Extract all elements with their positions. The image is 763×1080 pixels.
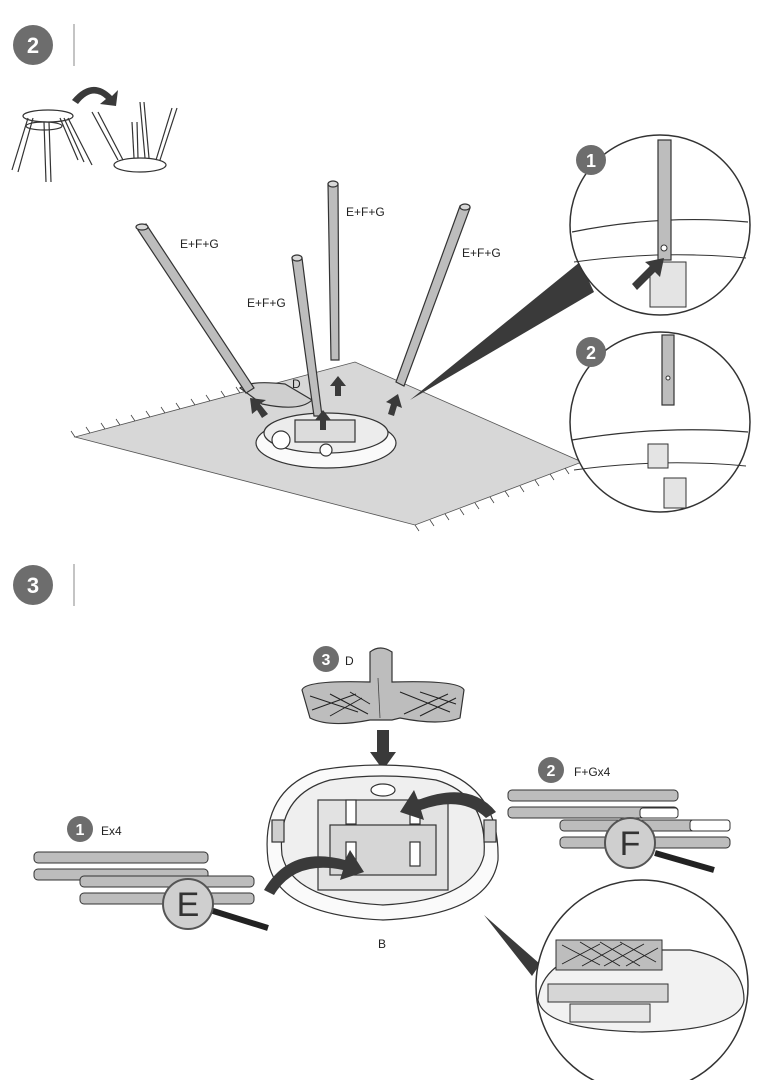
base-label-d: D [292,377,301,391]
insert-arrow-icon [250,398,268,418]
tube-label-right: E+F+G [462,246,501,260]
flip-arrow-icon [72,86,118,106]
magnifier-f-letter: F [620,825,641,863]
sub-3-number: 3 [322,652,331,669]
step-2-number: 2 [27,33,39,58]
sub-1-label: Ex4 [101,824,122,838]
base-label-b: B [378,937,386,951]
insert-arrow-icon [330,376,346,396]
detail-zoom-cone [410,262,594,400]
sub-3-label: D [345,654,354,668]
insert-arrow-icon [386,394,402,416]
step-3-badge [13,565,53,605]
sub-2-label: F+Gx4 [574,765,611,779]
tube-assemblies [135,180,471,417]
tube-label-center: E+F+G [346,205,385,219]
detail-circle-bottom [535,879,749,1080]
tube-center [327,183,340,361]
seat-part-d [301,647,465,725]
mat-fringe [70,386,585,532]
detail-2-number: 2 [586,343,596,363]
sub-2-number: 2 [547,763,556,780]
detail-1-number: 1 [586,151,596,171]
sub-1-number: 1 [76,822,85,839]
step-3: 3 3 D B 1 Ex4 [13,564,749,1080]
sub-3-badge [313,646,339,672]
detail-2-badge [576,337,606,367]
step-3-number: 3 [27,573,39,598]
insert-arrows [250,376,402,430]
push-arrow-icon [632,258,664,290]
magnifier-e: E [162,878,269,931]
sub-1-badge [67,816,93,842]
insert-curved-arrow-icon [400,790,496,820]
flip-thumbnail [11,101,178,183]
insert-curved-arrow-icon [264,850,364,895]
tube-right [395,205,471,387]
detail-circle-2: 2 [569,331,751,513]
tubes-e [33,851,255,905]
magnifier-f: F [604,817,715,873]
base-part-b [266,764,499,921]
sub-2-badge [538,757,564,783]
down-arrow-icon [370,730,396,770]
tube-label-left: E+F+G [180,237,219,251]
detail-zoom-cone-bottom [484,915,540,976]
magnifier-e-letter: E [177,886,200,924]
step-2-badge [13,25,53,65]
detail-circle-1: 1 [569,134,751,316]
insert-arrow-icon [315,410,331,430]
tube-label-center-left: E+F+G [247,296,286,310]
detail-1-badge [576,145,606,175]
step-2: 2 [11,24,751,532]
